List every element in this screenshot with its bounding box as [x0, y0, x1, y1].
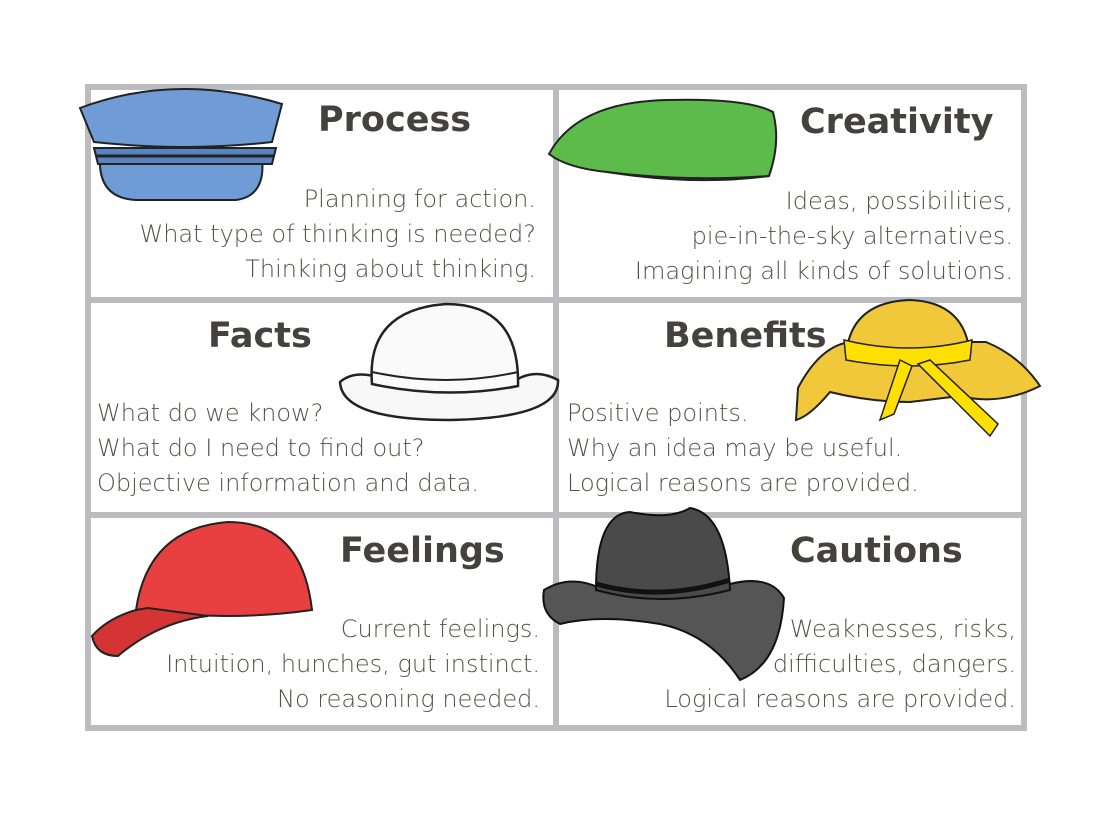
benefits-line: Why an idea may be useful. [567, 434, 903, 462]
feelings-line: Current feelings. [340, 615, 540, 643]
creativity-line: pie-in-the-sky alternatives. [691, 222, 1013, 250]
facts-title: Facts [208, 316, 312, 356]
creativity-text: Ideas, possibilities, pie-in-the-sky alt… [635, 184, 1013, 289]
cautions-line: difficulties, dangers. [772, 650, 1016, 678]
process-line: Planning for action. [303, 185, 536, 213]
creativity-line: Imagining all kinds of solutions. [634, 257, 1013, 285]
feelings-text: Current feelings. Intuition, hunches, gu… [166, 612, 540, 717]
creativity-title: Creativity [800, 102, 994, 142]
creativity-line: Ideas, possibilities, [785, 187, 1013, 215]
facts-text: What do we know? What do I need to find … [97, 396, 479, 501]
facts-line: Objective information and data. [97, 469, 480, 497]
process-text: Planning for action. What type of thinki… [139, 182, 536, 287]
benefits-line: Positive points. [567, 399, 749, 427]
process-line: Thinking about thinking. [245, 255, 536, 283]
red-baseball-cap-icon [90, 520, 314, 658]
facts-line: What do I need to find out? [97, 434, 425, 462]
green-beret-icon [547, 98, 778, 182]
cautions-title: Cautions [790, 531, 963, 571]
cautions-line: Weaknesses, risks, [789, 615, 1016, 643]
black-cowboy-hat-icon [542, 506, 786, 682]
benefits-text: Positive points. Why an idea may be usef… [567, 396, 919, 501]
cautions-text: Weaknesses, risks, difficulties, dangers… [664, 612, 1016, 717]
yellow-sun-hat-icon [794, 298, 1042, 438]
cautions-line: Logical reasons are provided. [664, 685, 1016, 713]
feelings-line: Intuition, hunches, gut instinct. [166, 650, 540, 678]
benefits-line: Logical reasons are provided. [567, 469, 919, 497]
white-bowler-hat-icon [338, 302, 560, 422]
process-title: Process [318, 100, 472, 140]
benefits-title: Benefits [664, 316, 827, 356]
feelings-line: No reasoning needed. [277, 685, 540, 713]
feelings-title: Feelings [340, 531, 505, 571]
process-line: What type of thinking is needed? [139, 220, 536, 248]
facts-line: What do we know? [97, 399, 324, 427]
blue-cap-icon [78, 87, 284, 201]
